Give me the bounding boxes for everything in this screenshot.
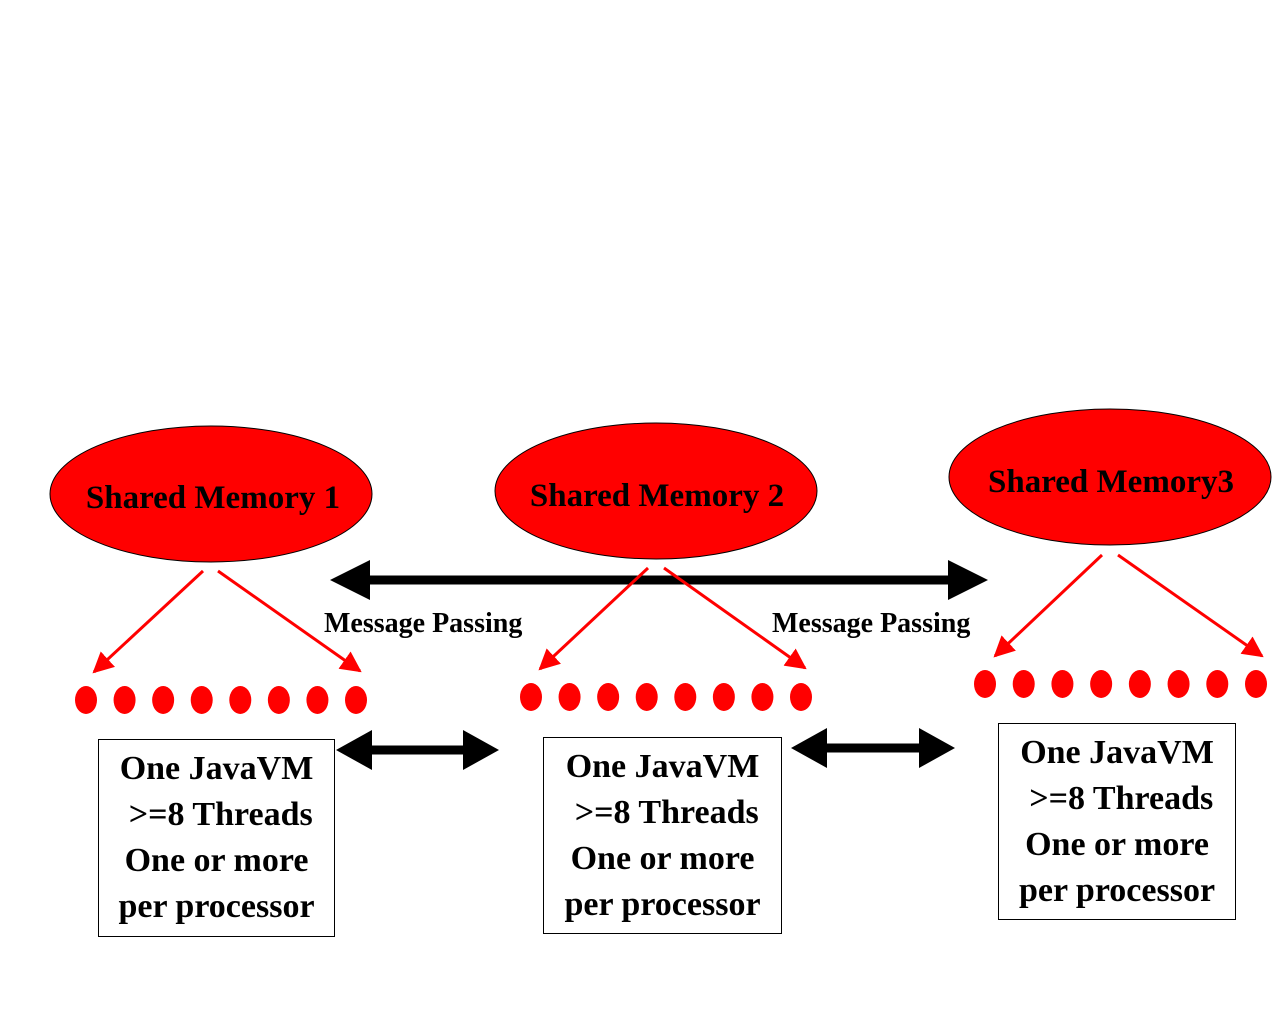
node-box-2: One JavaVM >=8 Threads One or more per p… [543,737,782,934]
thread-dot-2-4 [635,683,658,711]
node-3-line-3: One or more [1025,825,1209,863]
red-arrow-2-left [538,566,650,671]
shared-memory-2: Shared Memory 2 [494,422,818,560]
red-arrow-3-left [993,553,1104,658]
thread-dot-1-1 [75,686,97,714]
thread-dot-1-3 [152,686,175,714]
node-1-line-2: >=8 Threads [120,796,313,833]
red-arrow-1-right [217,569,362,673]
red-arrows [92,553,1264,674]
thread-dot-2-1 [520,683,542,711]
thread-dot-1-7 [306,686,329,714]
thread-dot-2-2 [558,683,581,711]
node-2-line-2: >=8 Threads [566,793,759,831]
red-arrow-2-right [663,566,807,670]
shared-memory-3-label: Shared Memory3 [988,464,1234,500]
node-box-3: One JavaVM >=8 Threads One or more per p… [998,723,1236,920]
shared-memory-1-label: Shared Memory 1 [86,480,340,516]
thread-group-3 [974,670,1267,698]
thread-dot-3-6 [1167,670,1190,698]
thread-dot-3-2 [1012,670,1035,698]
thread-dot-3-8 [1245,670,1267,698]
node-link-arrow-1-2 [336,730,499,770]
node-3-line-2: >=8 Threads [1020,779,1214,817]
thread-dot-1-2 [113,686,136,714]
thread-dot-2-5 [674,683,697,711]
node-2-line-3: One or more [570,839,755,877]
node-1-line-3: One or more [124,842,309,879]
red-arrow-3-right [1117,553,1264,658]
thread-dot-1-8 [345,686,367,714]
thread-dot-2-7 [751,683,774,711]
thread-dot-3-4 [1090,670,1113,698]
node-1-line-1: One JavaVM [119,750,314,787]
node-link-arrow-2-3 [791,728,955,768]
message-passing-label-1: Message Passing [324,608,522,639]
node-3-line-1: One JavaVM [1020,733,1214,771]
shared-memory-2-label: Shared Memory 2 [530,478,784,514]
node-2-line-1: One JavaVM [565,747,760,785]
red-arrow-1-left [92,569,205,674]
message-passing-arrow-long [330,560,988,600]
node-1-line-4: per processor [118,888,315,925]
thread-group-1 [75,686,367,714]
thread-dot-2-8 [790,683,812,711]
thread-dot-2-3 [597,683,620,711]
thread-dot-1-4 [190,686,213,714]
shared-memory-1: Shared Memory 1 [49,425,373,563]
thread-dot-3-5 [1128,670,1151,698]
thread-group-2 [520,683,812,711]
node-2-line-4: per processor [564,885,761,923]
thread-dot-1-6 [267,686,290,714]
thread-dot-2-6 [712,683,735,711]
node-3-line-4: per processor [1018,871,1216,909]
thread-dot-3-1 [974,670,996,698]
node-box-1: One JavaVM >=8 Threads One or more per p… [98,739,335,937]
thread-dot-3-7 [1206,670,1229,698]
shared-memory-3: Shared Memory3 [948,408,1272,546]
thread-dot-3-3 [1051,670,1074,698]
message-passing-label-2: Message Passing [772,608,970,639]
thread-dot-1-5 [229,686,252,714]
